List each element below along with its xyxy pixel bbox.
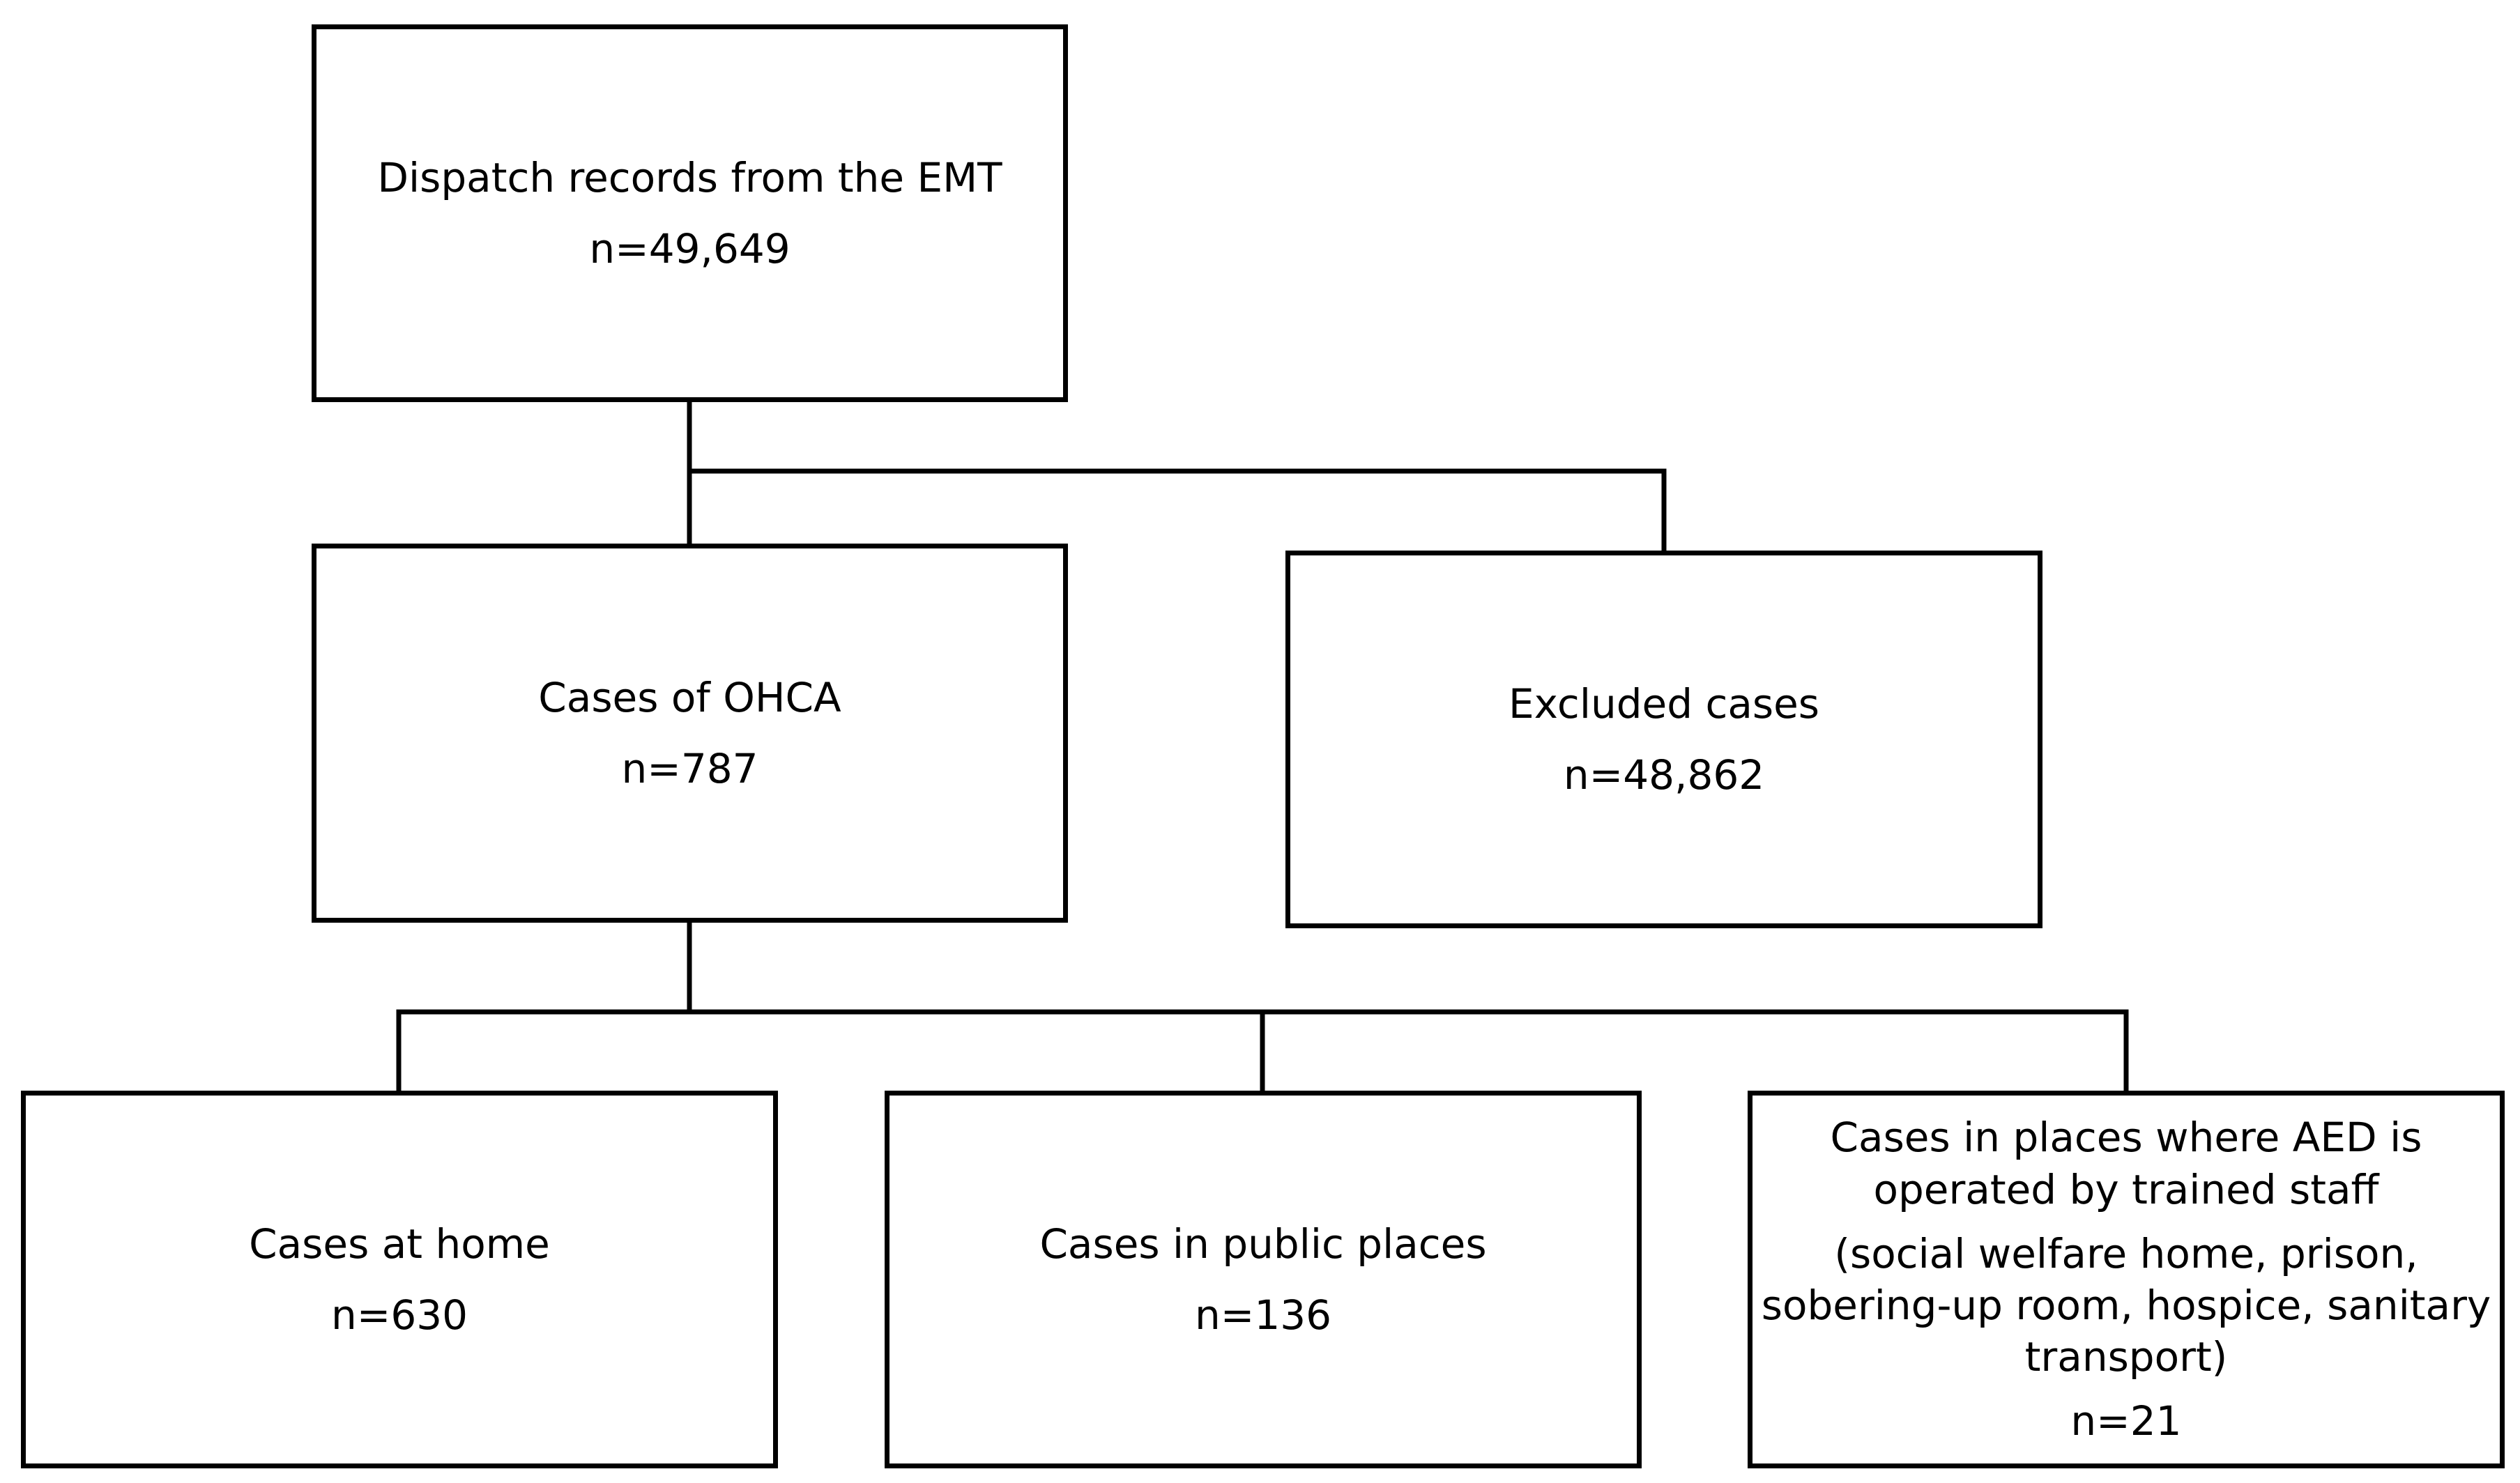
aed-cases-label-line-1: Cases in places where AED is (1830, 1114, 2422, 1162)
aed-cases-details: (social welfare home, prison, sobering-u… (1762, 1228, 2491, 1383)
aed-cases-details-line-2: sobering-up room, hospice, sanitary (1761, 1282, 2491, 1329)
public-places-cases-box: Cases in public places n=136 (885, 1091, 1642, 1468)
aed-cases-label: Cases in places where AED is operated by… (1831, 1112, 2422, 1215)
aed-cases-details-line-1: (social welfare home, prison, (1834, 1229, 2418, 1277)
dispatch-records-label: Dispatch records from the EMT (377, 153, 1002, 201)
ohca-cases-count: n=787 (621, 745, 758, 792)
ohca-cases-box: Cases of OHCA n=787 (312, 544, 1068, 923)
dispatch-records-count: n=49,649 (589, 225, 791, 272)
excluded-cases-box: Excluded cases n=48,862 (1285, 551, 2042, 928)
public-places-cases-count: n=136 (1194, 1291, 1332, 1339)
aed-trained-staff-cases-box: Cases in places where AED is operated by… (1748, 1091, 2505, 1468)
aed-cases-details-line-3: transport) (2024, 1333, 2228, 1381)
home-cases-box: Cases at home n=630 (21, 1091, 778, 1468)
home-cases-count: n=630 (330, 1291, 468, 1339)
public-places-cases-label: Cases in public places (1039, 1220, 1487, 1268)
dispatch-records-box: Dispatch records from the EMT n=49,649 (312, 24, 1068, 402)
excluded-cases-count: n=48,862 (1563, 751, 1765, 799)
aed-cases-count: n=21 (2070, 1397, 2182, 1445)
aed-cases-label-line-2: operated by trained staff (1873, 1165, 2379, 1213)
ohca-cases-label: Cases of OHCA (538, 673, 841, 721)
excluded-cases-label: Excluded cases (1508, 679, 1820, 728)
home-cases-label: Cases at home (249, 1220, 550, 1268)
